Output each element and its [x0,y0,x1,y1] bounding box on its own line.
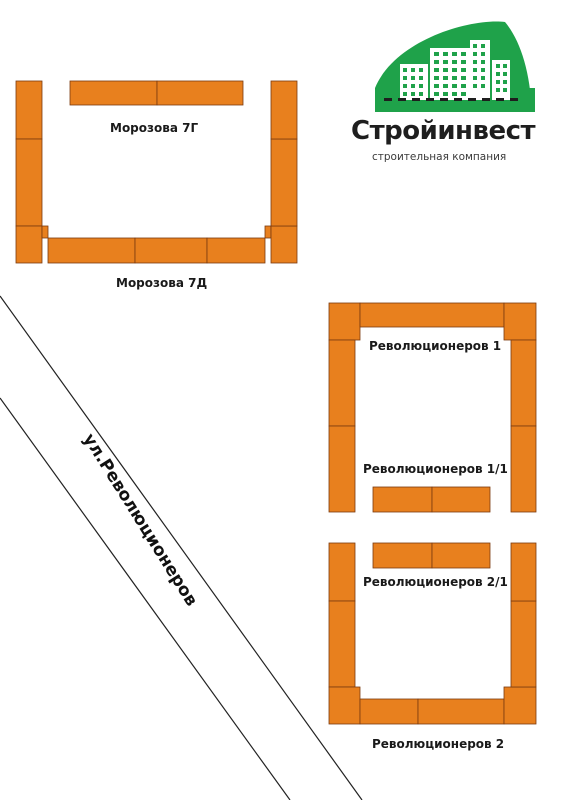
building-revolyutsionerov-1-1[interactable] [372,486,491,513]
label-morozova-7g: Морозова 7Г [110,121,199,135]
label-revolyutsionerov-2: Революционеров 2 [372,737,505,751]
label-morozova-7d: Морозова 7Д [116,276,208,290]
building-revolyutsionerov-2-1[interactable] [372,542,491,569]
building-morozova-7d[interactable] [15,80,298,264]
company-tagline: строительная компания [372,151,507,163]
label-revolyutsionerov-1-1: Революционеров 1/1 [363,462,508,476]
street-revolyutsionerov [0,295,363,800]
company-name: Стройинвест [351,116,536,146]
building-revolyutsionerov-2[interactable] [328,542,537,725]
label-revolyutsionerov-1: Революционеров 1 [369,339,502,353]
city-buildings-icon [375,21,535,112]
building-revolyutsionerov-1[interactable] [328,302,537,513]
label-revolyutsionerov-2-1: Революционеров 2/1 [363,575,508,589]
building-morozova-7g[interactable] [69,80,244,106]
